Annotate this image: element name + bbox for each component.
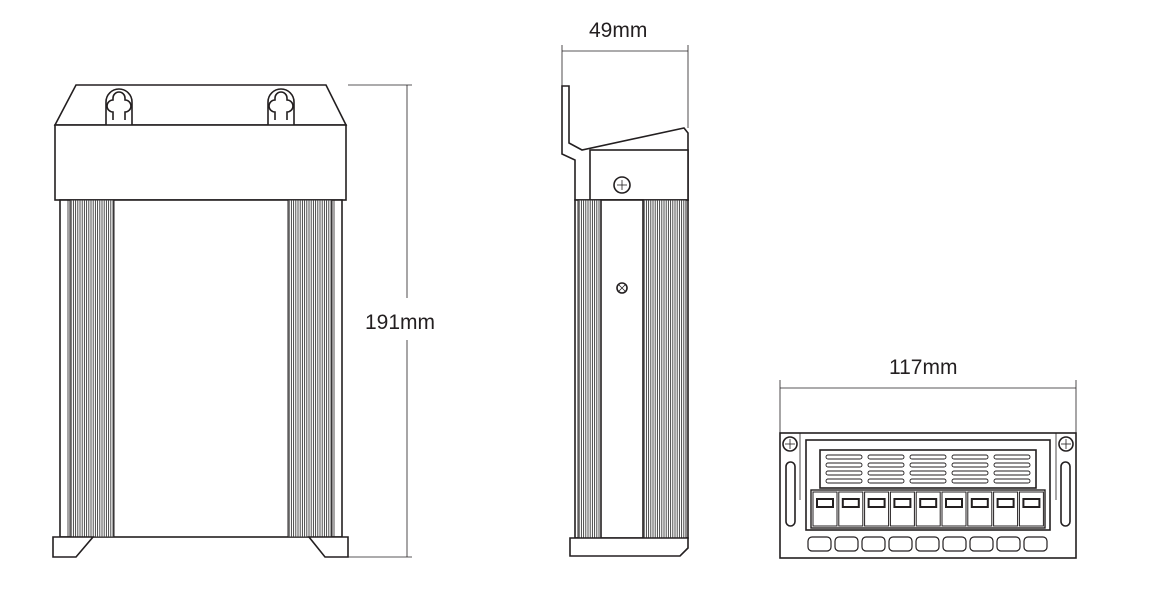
- side-view: [561, 85, 689, 557]
- width-dimension: 117mm: [779, 356, 1077, 433]
- terminal-screw-slot: [972, 500, 987, 506]
- terminal: [967, 491, 993, 527]
- height-label: 191mm: [365, 311, 435, 334]
- terminal-screw-slot: [895, 500, 910, 506]
- screw-icon: [616, 282, 628, 294]
- fin-frame: [69, 199, 115, 538]
- terminal-block: [810, 489, 1046, 529]
- fin-frame: [287, 199, 333, 538]
- depth-dimension: 49mm: [561, 19, 689, 128]
- terminal-screw-slot: [947, 500, 961, 506]
- front-right-foot: [307, 536, 349, 558]
- vent-slot: [909, 454, 947, 460]
- side-upper-housing: [589, 149, 689, 201]
- vent-slot: [951, 470, 989, 476]
- vent-slot: [993, 462, 1031, 468]
- terminal: [812, 491, 838, 527]
- vent-slot: [909, 478, 947, 484]
- terminal-screw-slot: [869, 500, 884, 506]
- bottom-view: [779, 432, 1077, 559]
- side-left-fins: [577, 199, 602, 539]
- pad: [807, 536, 832, 552]
- front-left-foot: [52, 536, 95, 558]
- front-left-fins: [69, 199, 115, 538]
- vent-slot: [825, 470, 863, 476]
- pad: [888, 536, 913, 552]
- fin-frame: [642, 199, 687, 539]
- terminal: [993, 491, 1019, 527]
- vent-slot: [993, 454, 1031, 460]
- vent-slots: [825, 454, 1031, 484]
- terminal: [864, 491, 890, 527]
- vent-slot: [867, 478, 905, 484]
- front-view: [52, 84, 349, 558]
- screw-icon: [1058, 436, 1074, 452]
- front-right-fins: [287, 199, 333, 538]
- pad: [969, 536, 994, 552]
- vent-slot: [825, 462, 863, 468]
- terminal-screw-slot: [843, 500, 858, 506]
- vent-slot: [867, 454, 905, 460]
- vent-slot: [909, 470, 947, 476]
- terminal-screw-slot: [818, 500, 832, 506]
- height-dimension: 191mm: [348, 84, 435, 558]
- terminal-screw-slot: [998, 500, 1013, 506]
- vent-slot: [993, 470, 1031, 476]
- vent-slot: [825, 454, 863, 460]
- vent-slot: [867, 470, 905, 476]
- pad: [942, 536, 967, 552]
- vent-slot: [993, 478, 1031, 484]
- vent-slot: [951, 454, 989, 460]
- screw-icon: [782, 436, 798, 452]
- terminal-screw-slot: [921, 500, 936, 506]
- keyhole-slot-icon: [267, 88, 295, 125]
- screw-icon: [613, 176, 631, 194]
- pad: [996, 536, 1021, 552]
- terminal: [915, 491, 941, 527]
- pad: [915, 536, 940, 552]
- pad: [861, 536, 886, 552]
- vent-slot: [867, 462, 905, 468]
- depth-label: 49mm: [589, 19, 647, 42]
- pad: [834, 536, 859, 552]
- terminal: [1018, 491, 1044, 527]
- pad: [1023, 536, 1048, 552]
- vent-slot: [825, 478, 863, 484]
- terminal-pads: [807, 536, 1048, 552]
- side-right-fins: [642, 199, 687, 539]
- width-label: 117mm: [889, 356, 957, 379]
- front-mount-bracket: [53, 84, 348, 126]
- terminal-screw-slot: [1024, 500, 1039, 506]
- front-top-block: [54, 124, 347, 201]
- vent-slot: [909, 462, 947, 468]
- terminal: [889, 491, 915, 527]
- terminal: [838, 491, 864, 527]
- side-foot: [569, 537, 689, 557]
- keyhole-slot-icon: [105, 88, 133, 125]
- vent-slot: [951, 462, 989, 468]
- vent-slot: [951, 478, 989, 484]
- terminal: [941, 491, 967, 527]
